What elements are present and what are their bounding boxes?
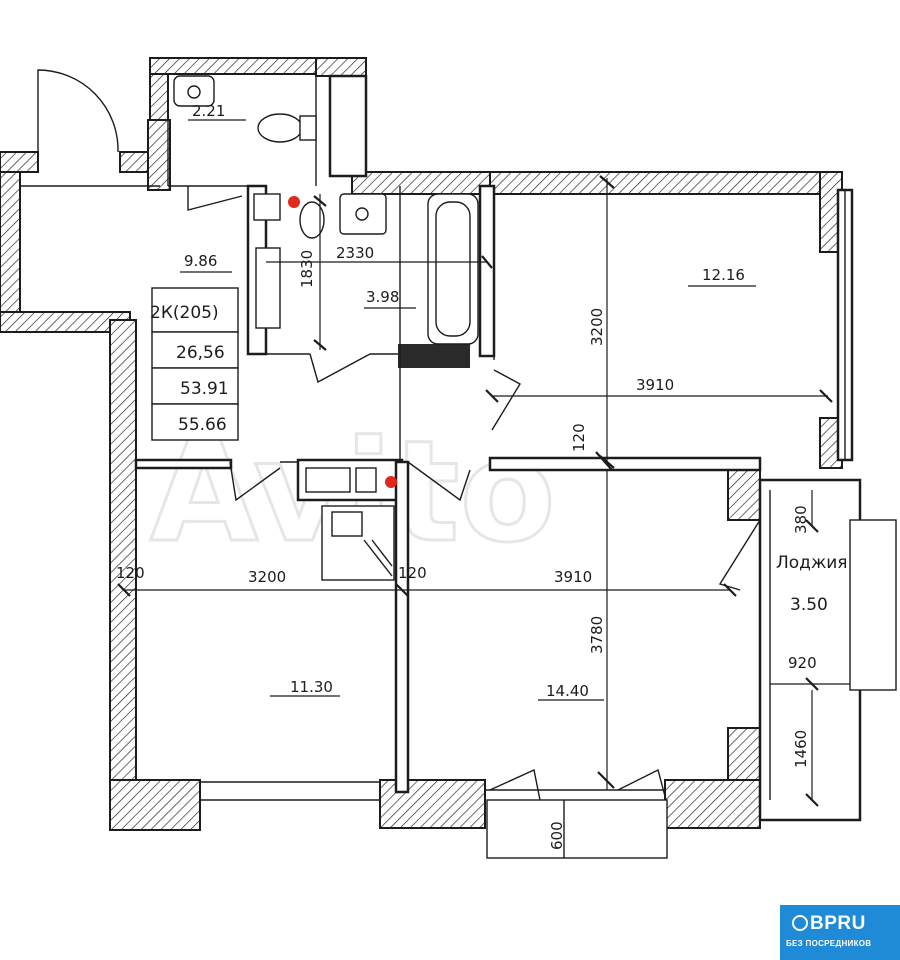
- total-area: 53.91: [180, 379, 229, 399]
- dim-left-living: 120: [398, 564, 427, 582]
- toilet-icon: [299, 201, 325, 239]
- area-loggia: 3.50: [790, 595, 828, 615]
- area-hall: 9.86: [184, 252, 217, 270]
- fixtures: [173, 75, 479, 581]
- summary-boxes: [151, 287, 239, 441]
- sink-icon: [339, 193, 387, 235]
- toilet-icon: [257, 113, 303, 143]
- dim-partition: 120: [570, 423, 588, 452]
- sink-icon: [173, 75, 215, 107]
- area-bath: 3.98: [366, 288, 399, 306]
- dim-left-kitchen: 120: [116, 564, 145, 582]
- dim-loggia-depth: 1460: [792, 730, 810, 768]
- people-icon: [792, 915, 808, 931]
- area-with-loggia: 55.66: [178, 415, 227, 435]
- dim-loggia-top: 380: [792, 505, 810, 534]
- dim-loggia-width: 920: [788, 654, 817, 672]
- area-living: 14.40: [546, 682, 589, 700]
- dimension-lines: [117, 119, 850, 807]
- riser-dot-icon: [288, 196, 300, 208]
- logo-tagline: БЕЗ ПОСРЕДНИКОВ: [786, 939, 872, 948]
- dim-living-depth: 3780: [588, 616, 606, 654]
- labels: 2.21 9.86 3.98 12.16 11.30 14.40 Лоджия …: [116, 102, 848, 850]
- logo-brand: BPRU: [810, 913, 866, 934]
- riser-dot-icon: [385, 476, 397, 488]
- apartment-type: 2К(205): [150, 303, 219, 323]
- area-wc: 2.21: [192, 102, 225, 120]
- living-area: 26,56: [176, 343, 225, 363]
- interior-walls: [20, 74, 897, 859]
- dim-bedroom-depth: 3200: [588, 308, 606, 346]
- dim-living-width: 3910: [554, 568, 592, 586]
- dim-bay: 600: [548, 821, 566, 850]
- loggia-label: Лоджия: [776, 553, 848, 573]
- dim-bath-depth: 1830: [298, 250, 316, 288]
- area-bedroom: 12.16: [702, 266, 745, 284]
- bpru-logo: BPRU БЕЗ ПОСРЕДНИКОВ: [780, 905, 900, 960]
- dim-kitchen-width: 3200: [248, 568, 286, 586]
- dim-bedroom-width: 3910: [636, 376, 674, 394]
- area-kitchen: 11.30: [290, 678, 333, 696]
- doors: [37, 69, 761, 801]
- dim-bath-width: 2330: [336, 244, 374, 262]
